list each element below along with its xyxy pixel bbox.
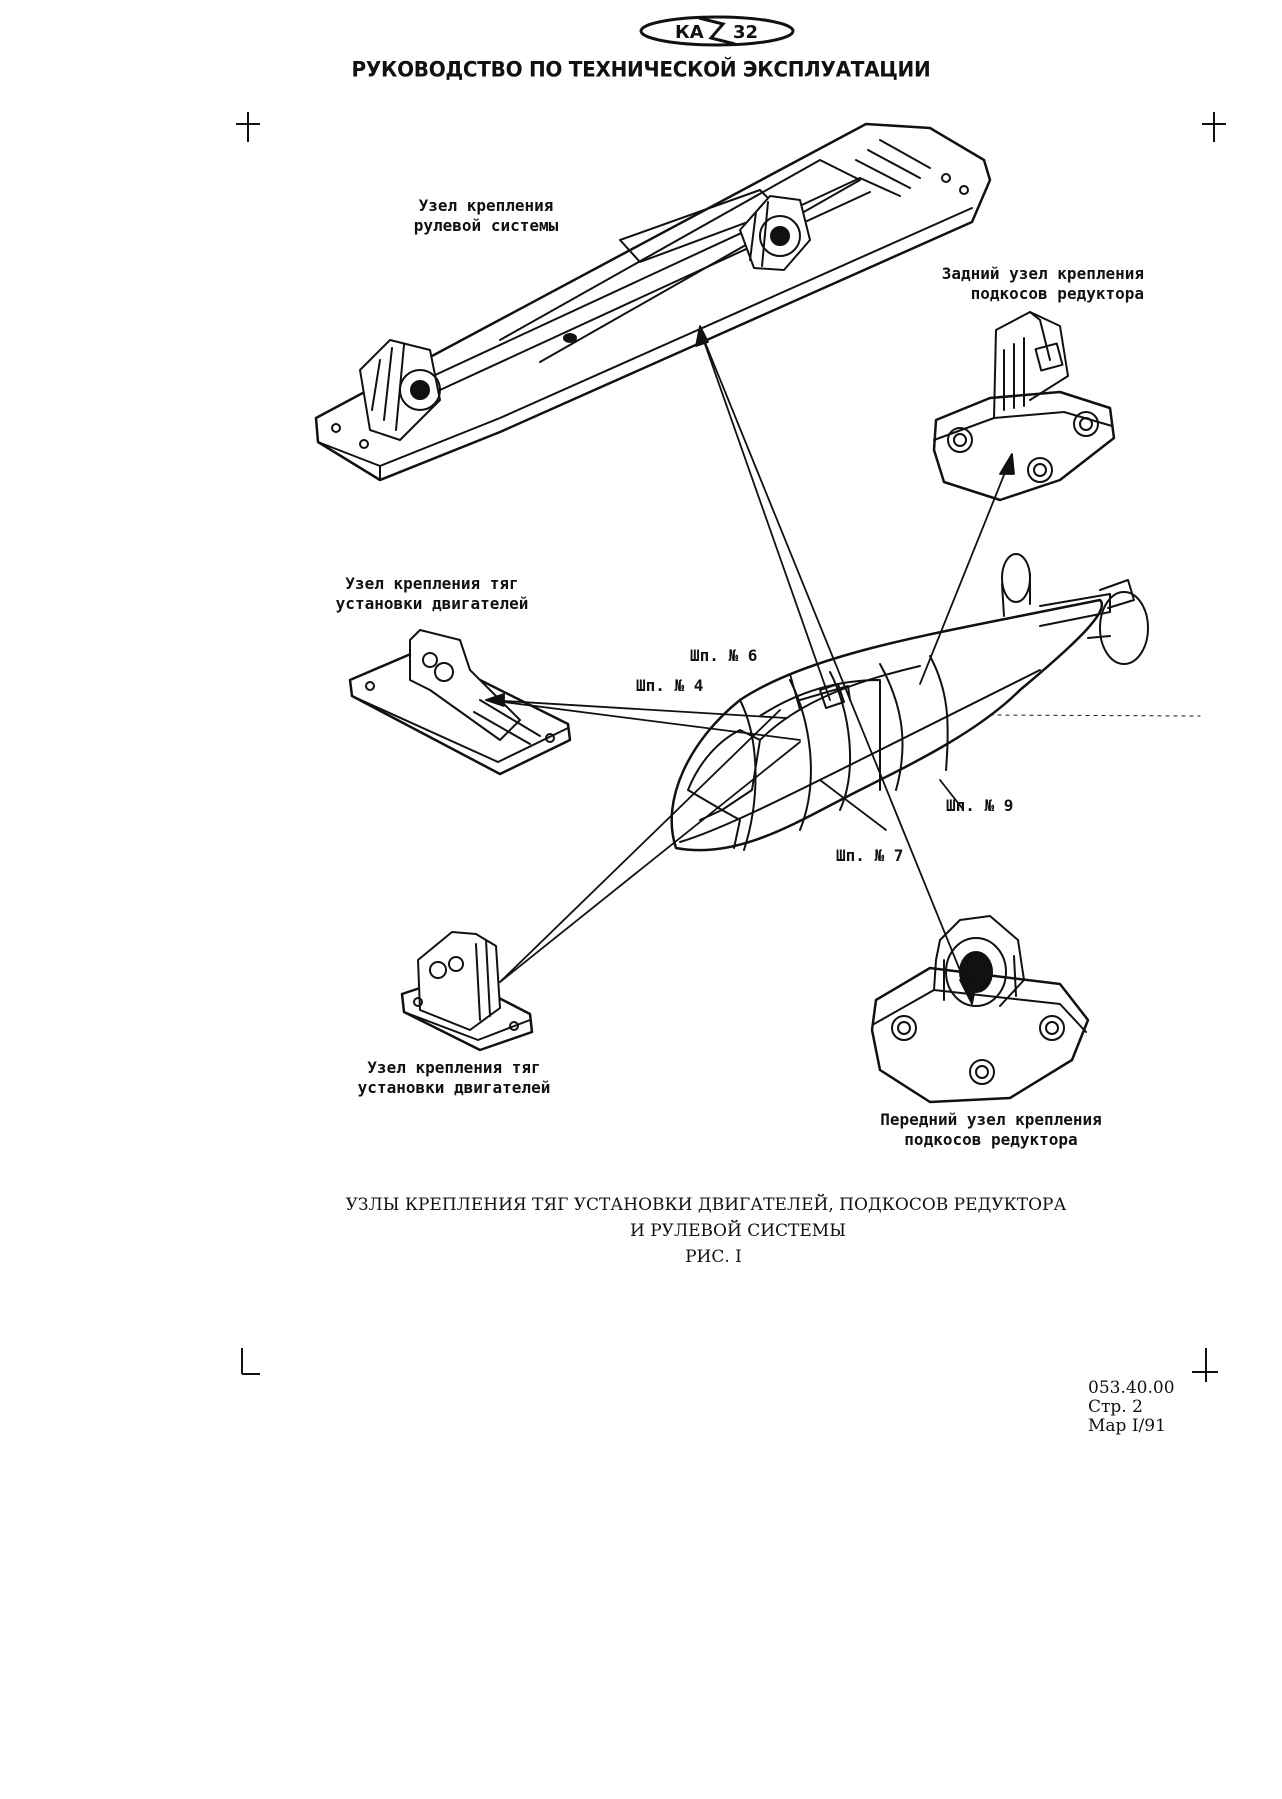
label-engine-rod-mount-top-line2: установки двигателей [335, 594, 529, 613]
caption-line1: УЗЛЫ КРЕПЛЕНИЯ ТЯГ УСТАНОВКИ ДВИГАТЕЛЕЙ,… [345, 1195, 1067, 1215]
label-steering-mount-line2: рулевой системы [413, 216, 559, 235]
front-gearbox-mount-part [870, 915, 1090, 1104]
label-rear-gearbox-mount-line2: подкосов редуктора [970, 284, 1144, 303]
footer-date: Мар I/91 [1088, 1416, 1166, 1436]
label-rear-gearbox-mount-line1: Задний узел крепления [941, 264, 1144, 283]
label-frame-7: Шп. № 7 [836, 846, 904, 865]
logo-right-text: 32 [733, 22, 758, 43]
logo-left-text: КА [675, 22, 704, 43]
engine-rod-mount-top-part [348, 629, 572, 776]
caption-line2: И РУЛЕВОЙ СИСТЕМЫ [630, 1221, 846, 1241]
page-title: РУКОВОДСТВО ПО ТЕХНИЧЕСКОЙ ЭКСПЛУАТАЦИИ [351, 56, 931, 82]
label-front-gearbox-mount-line1: Передний узел крепления [880, 1110, 1102, 1129]
label-steering-mount-line1: Узел крепления [418, 196, 554, 215]
crop-mark-top-right [1202, 112, 1226, 142]
label-frame-6: Шп. № 6 [690, 646, 758, 665]
label-rear-gearbox-mount: Задний узел крепления подкосов редуктора [832, 264, 1144, 304]
caption-figure-number: РИС. I [685, 1247, 742, 1267]
figure-caption: УЗЛЫ КРЕПЛЕНИЯ ТЯГ УСТАНОВКИ ДВИГАТЕЛЕЙ,… [0, 1192, 1282, 1270]
label-engine-rod-mount-top: Узел крепления тяг установки двигателей [312, 574, 552, 614]
document-footer: 053.40.00 Стр. 2 Мар I/91 [1088, 1379, 1175, 1436]
label-engine-rod-mount-bottom: Узел крепления тяг установки двигателей [334, 1058, 574, 1098]
label-engine-rod-mount-bottom-line2: установки двигателей [357, 1078, 551, 1097]
crop-mark-bottom-left [241, 1348, 260, 1375]
label-steering-mount: Узел крепления рулевой системы [386, 196, 586, 236]
helicopter-fuselage [670, 553, 1149, 852]
leader-lines [485, 325, 1015, 1005]
label-engine-rod-mount-bottom-line1: Узел крепления тяг [367, 1058, 541, 1077]
engine-rod-mount-bottom-part [400, 931, 534, 1052]
label-front-gearbox-mount-line2: подкосов редуктора [904, 1130, 1078, 1149]
label-frame-9: Шп. № 9 [946, 796, 1014, 815]
steering-mount-part [314, 122, 992, 482]
crop-mark-bottom-right [1192, 1348, 1218, 1382]
label-front-gearbox-mount: Передний узел крепления подкосов редукто… [846, 1110, 1136, 1150]
crop-mark-top-left [236, 112, 260, 142]
label-frame-4: Шп. № 4 [636, 676, 704, 695]
footer-page: Стр. 2 [1088, 1397, 1143, 1417]
label-engine-rod-mount-top-line1: Узел крепления тяг [345, 574, 519, 593]
rear-gearbox-mount-part [932, 311, 1116, 502]
ka-logo: КА 32 [639, 15, 795, 47]
footer-doc-number: 053.40.00 [1088, 1378, 1175, 1398]
